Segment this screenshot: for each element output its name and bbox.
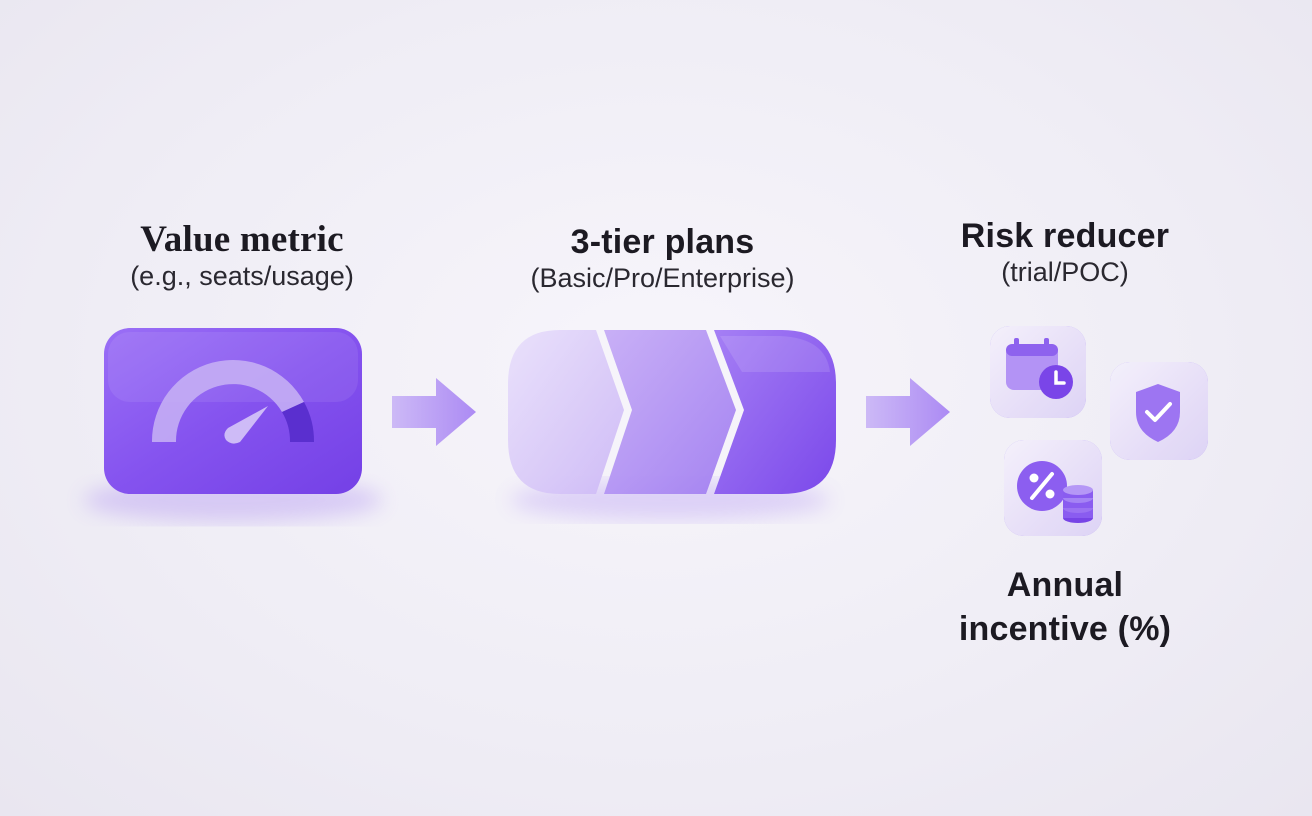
tier-plans-label: 3-tier plans (Basic/Pro/Enterprise) (500, 222, 825, 294)
value-metric-subtitle: (e.g., seats/usage) (130, 261, 354, 291)
shield-check-icon (1110, 362, 1208, 460)
annual-incentive-line2: incentive (%) (958, 610, 1172, 648)
arrow-2-icon (866, 378, 950, 446)
risk-reducer-title: Risk reducer (960, 217, 1170, 255)
value-metric-label: Value metric (e.g., seats/usage) (92, 220, 392, 292)
percent-coins-icon (1004, 440, 1102, 536)
tier-plans-title: 3-tier plans (570, 223, 755, 261)
arrow-1-icon (392, 378, 476, 446)
tier-basic-shape (508, 330, 624, 494)
value-metric-title: Value metric (140, 219, 344, 260)
gauge-icon (151, 359, 315, 444)
tier-chevrons-icon (508, 330, 836, 520)
risk-reducer-subtitle: (trial/POC) (1001, 257, 1129, 287)
value-metric-box (83, 328, 383, 522)
tier-plans-subtitle: (Basic/Pro/Enterprise) (530, 263, 795, 293)
annual-incentive-label: Annual incentive (%) (940, 563, 1190, 651)
calendar-clock-icon (990, 326, 1086, 418)
risk-reducer-label: Risk reducer (trial/POC) (940, 216, 1190, 288)
annual-incentive-line1: Annual (1006, 566, 1124, 604)
tier-enterprise-shape (714, 330, 836, 494)
tier-pro-shape (604, 330, 736, 494)
